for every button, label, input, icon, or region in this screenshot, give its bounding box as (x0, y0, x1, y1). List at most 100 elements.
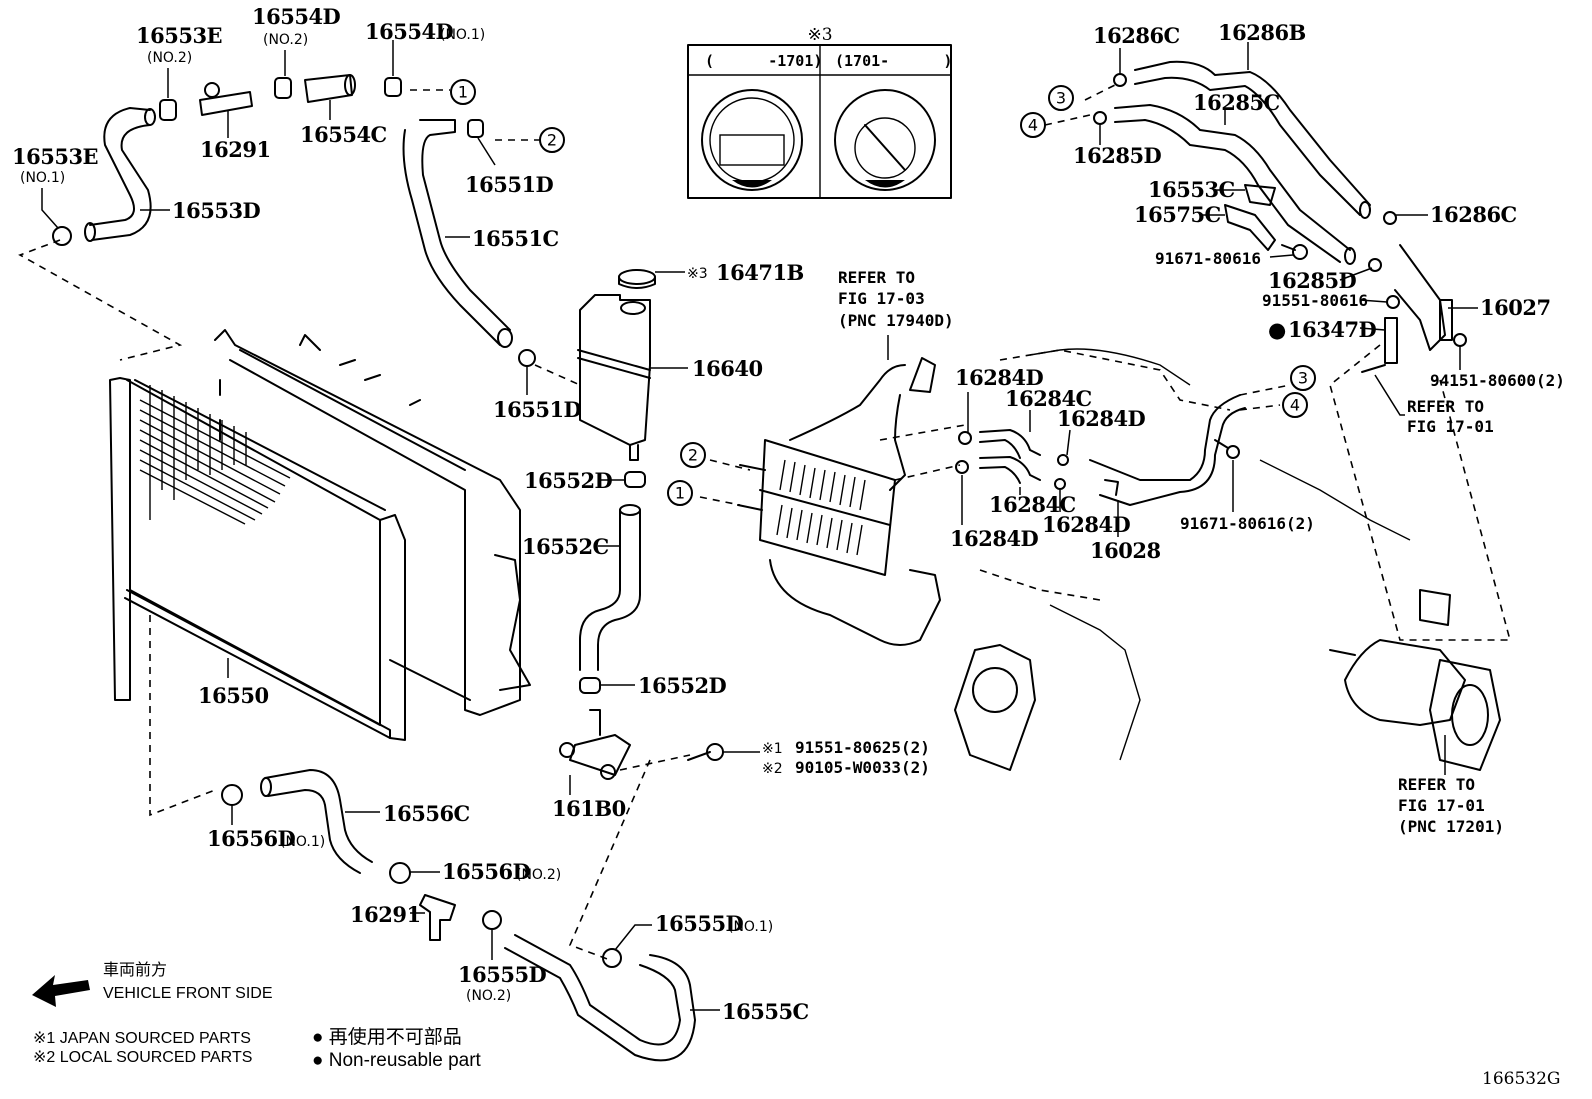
label-16027: 16027 (1480, 295, 1551, 320)
label-16471B: 16471B (716, 260, 804, 285)
table-col-1: ( -1701) (705, 52, 822, 70)
bolt-91671-80616-2 (1214, 439, 1240, 459)
callout-4-mid: 4 (1282, 392, 1308, 418)
label-161B0: 161B0 (552, 796, 626, 821)
clamp-16286C-right (1383, 211, 1397, 225)
legend: 車両前方 VEHICLE FRONT SIDE ※1 JAPAN SOURCED… (32, 961, 482, 1071)
clamp-16551D-top (467, 119, 484, 138)
label-16284D-d: 16284D (1042, 512, 1131, 537)
label-16284D-b: 16284D (1057, 406, 1146, 431)
hose-16284C-b (979, 456, 1041, 484)
label-16553E-no2: 16553E (136, 23, 222, 48)
svg-text:2: 2 (547, 131, 557, 150)
svg-text:2: 2 (688, 446, 698, 465)
label-16555D-no2: 16555D (458, 962, 547, 987)
radiator-16550 (109, 329, 531, 741)
label-16285C: 16285C (1193, 90, 1280, 115)
label-16575C: 16575C (1134, 202, 1221, 227)
cap-label-new (834, 89, 936, 191)
legend-nonreuse-en: ● Non-reusable part (312, 1050, 482, 1071)
label-16291-top: 16291 (200, 137, 271, 162)
bolt-91551-80625 (687, 743, 724, 761)
clamp-16285D-mid (1368, 258, 1382, 272)
clamp-16284D-b (1057, 454, 1069, 466)
label-16471B-note: ※3 (687, 266, 708, 282)
label-16555D-no2-sub: (NO.2) (466, 988, 511, 1004)
clamp-16285D-top (1093, 111, 1107, 125)
label-16347D-mark: ● (1268, 317, 1286, 342)
clamp-16553E-no2 (159, 99, 177, 121)
svg-text:4: 4 (1028, 116, 1038, 135)
label-bolt-2-note: ※2 (762, 761, 783, 777)
label-16556D-no2: 16556D (442, 859, 531, 884)
gasket-16347D (1384, 317, 1398, 364)
table-col-2: (1701- ) (835, 52, 952, 70)
label-16552D-top: 16552D (524, 468, 613, 493)
pipe-16028 (1089, 394, 1246, 506)
assembly-dash-lines (18, 84, 1512, 961)
svg-text:(PNC 17940D): (PNC 17940D) (838, 311, 954, 330)
hose-16555C (504, 934, 696, 1062)
label-16551D-top: 16551D (465, 172, 554, 197)
label-16554D-no1-sub: (NO.1) (440, 27, 485, 43)
label-16554C: 16554C (300, 122, 387, 147)
label-bolt-1: 91551-80625(2) (795, 738, 930, 757)
svg-text:REFER TO: REFER TO (838, 268, 915, 287)
svg-text:(PNC 17201): (PNC 17201) (1398, 817, 1504, 836)
cap-version-table: ※3 ( -1701) (1701- ) (687, 25, 952, 199)
bracket-16027 (1394, 244, 1453, 351)
hose-16286B (1134, 60, 1371, 219)
label-16554D-no1: 16554D (365, 19, 454, 44)
label-16555D-no1: 16555D (655, 911, 744, 936)
clamp-16553C (1244, 184, 1276, 206)
svg-text:3: 3 (1056, 89, 1066, 108)
label-16556D-no2-sub: (NO.2) (516, 867, 561, 883)
bolt-91551-80616 (1386, 295, 1400, 309)
clamp-16554D-no1 (384, 77, 402, 97)
clamp-16554D-no2 (274, 77, 292, 99)
ref-fig-17-03: REFER TO FIG 17-03 (PNC 17940D) (838, 268, 954, 330)
label-16556D-no1: 16556D (207, 826, 296, 851)
svg-text:REFER TO: REFER TO (1407, 397, 1484, 416)
throttle-body (954, 604, 1141, 771)
label-16284D-c: 16284D (950, 526, 1039, 551)
reservoir-tank-16640 (577, 294, 651, 461)
part-labels: 16553E (NO.2) 16554D (NO.2) 16554D (NO.1… (12, 4, 1565, 1024)
bracket-161B0 (559, 709, 631, 780)
label-16553C: 16553C (1148, 177, 1235, 202)
label-16553E-no1-sub: (NO.1) (20, 170, 65, 186)
label-91671-80616: 91671-80616 (1155, 249, 1261, 268)
callout-2-top: 2 (539, 127, 565, 153)
clamp-16284D-a (958, 431, 972, 445)
legend-nonreuse-jp: ● 再使用不可部品 (312, 1026, 462, 1048)
legend-front-en: VEHICLE FRONT SIDE (103, 985, 273, 1002)
radiator-core-fins (139, 385, 291, 525)
label-bolt-2: 90105-W0033(2) (795, 758, 930, 777)
ref-fig-17-01-a: REFER TO FIG 17-01 (1407, 397, 1494, 436)
stud (1361, 364, 1386, 373)
clamp-16284D-d (1054, 478, 1066, 490)
cap-label-old (701, 89, 803, 191)
clamp-16556D-no1 (221, 784, 243, 806)
label-16552C: 16552C (522, 534, 609, 559)
hose-16285C (1114, 104, 1356, 265)
clamp-16286C-top (1113, 73, 1127, 87)
label-16284D-a: 16284D (955, 365, 1044, 390)
label-16286C-top: 16286C (1093, 23, 1180, 48)
engine-outline (1029, 348, 1411, 541)
callout-1-mid: 1 (667, 480, 693, 506)
bolt-94151-80600 (1453, 333, 1467, 370)
label-16550: 16550 (198, 683, 269, 708)
cap-16471B (618, 269, 656, 289)
svg-text:REFER TO: REFER TO (1398, 775, 1475, 794)
clamp-16551D-mid (518, 349, 536, 367)
svg-text:1: 1 (458, 83, 468, 102)
label-16286B: 16286B (1218, 20, 1306, 45)
svg-text:3: 3 (1298, 369, 1308, 388)
hose-16554C (304, 74, 356, 103)
vehicle-front-arrow-icon (32, 975, 90, 1007)
svg-text:FIG 17-03: FIG 17-03 (838, 289, 925, 308)
hose-16284C-a (979, 429, 1041, 459)
clamp-16556D-no2 (389, 862, 411, 884)
label-94151-80600: 94151-80600(2) (1430, 371, 1565, 390)
